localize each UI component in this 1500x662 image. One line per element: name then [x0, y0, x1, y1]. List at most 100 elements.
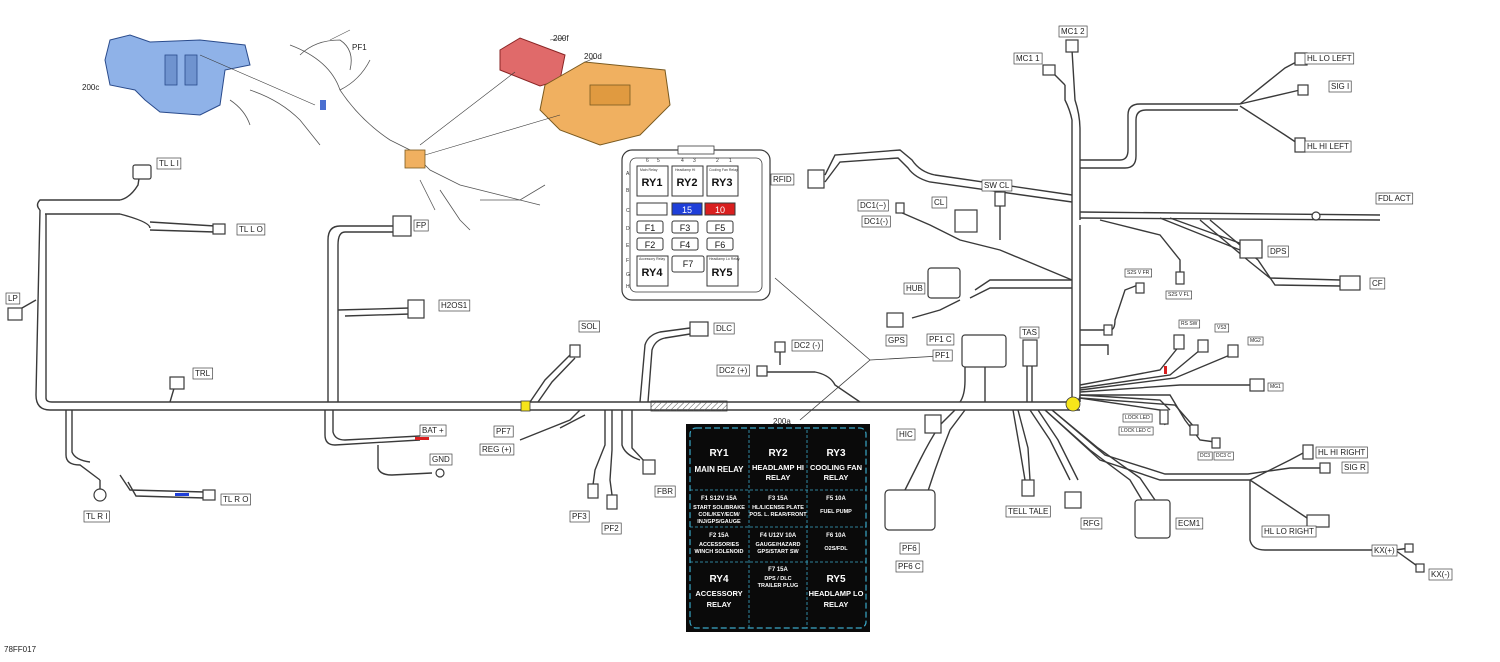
hl-lo-right-connector: [1306, 514, 1330, 528]
label-frame: [1165, 290, 1192, 300]
label-pf3: PF3: [572, 512, 587, 521]
main-wires: [21, 49, 1421, 569]
label-frame: [1080, 517, 1103, 530]
label-lock-led-c: LOCK LED C: [1121, 428, 1151, 434]
label-f5-head: F5 10A: [826, 496, 846, 502]
splice-marker-left: [520, 400, 531, 412]
fuse-row-label: D: [626, 226, 630, 232]
trl-connector: [169, 376, 185, 390]
label-tas: TAS: [1022, 328, 1037, 337]
label-sig-r: SIG R: [1344, 463, 1366, 472]
pf2-connector: [606, 494, 618, 510]
dc2-minus-connector: [774, 341, 786, 353]
label-ry1: RY1: [709, 448, 729, 459]
label-frame: [1341, 461, 1369, 474]
label-frame: [479, 443, 515, 456]
callout-200c: 200c: [82, 83, 99, 92]
label-frame: [1428, 568, 1453, 581]
callout-pf1-top: PF1: [352, 43, 367, 52]
label-frame: [770, 173, 795, 186]
dlc-connector: [689, 321, 709, 337]
label-f6-line: O2S/FDL: [824, 546, 848, 552]
label-pf6: PF6: [902, 544, 917, 553]
label-trl: TRL: [195, 369, 211, 378]
ecm1-connector: [1134, 499, 1171, 539]
spare-fuse-10: 10: [715, 205, 725, 215]
cl-connector: [954, 209, 978, 233]
label-f2-line: WINCH SOLENOID: [695, 549, 744, 555]
dc2-plus-connector: [756, 365, 768, 377]
hub-connector: [927, 267, 961, 299]
label-fdl-act: FDL ACT: [1378, 194, 1411, 203]
relay-small-label: Main Relay: [640, 168, 658, 172]
label-frame: [861, 215, 891, 228]
spare-fuse-15: 15: [682, 205, 692, 215]
fuse-col-label: 6: [646, 158, 649, 164]
label-f3-line: POS. L. REAR/FRONT: [749, 512, 807, 518]
label-frame: [5, 292, 21, 305]
label-gps: GPS: [888, 336, 905, 345]
tl-r0-connector: [202, 489, 216, 501]
label-frame: [192, 367, 214, 380]
label-ry1-name: MAIN RELAY: [694, 465, 744, 474]
fuse-col-label: 1: [729, 158, 732, 164]
label-f7-line: TRAILER PLUG: [758, 583, 799, 589]
label-frame: [220, 493, 251, 506]
label-ry2-name: HEADLAMP HI: [752, 463, 804, 472]
label-f1-line: INJ/GPS/GAUGE: [697, 519, 741, 525]
gps-connector: [886, 312, 904, 328]
label-f4-line: GPS/START SW: [757, 549, 799, 555]
lock-led-connector: [1159, 409, 1169, 425]
mc1-1-connector: [1042, 64, 1056, 76]
label-pf7: PF7: [496, 427, 511, 436]
label-dc2-minus: DC2 (-): [794, 341, 821, 350]
label-frame: [654, 485, 676, 498]
label-frame: [569, 510, 590, 523]
fuse-row-label: E: [626, 243, 630, 249]
mg1-connector: [1249, 378, 1265, 392]
fuse-box-f4: F4: [680, 240, 691, 250]
fuse-box-ry5: RY5: [712, 267, 733, 279]
hatched-sleeve: [650, 400, 728, 412]
label-frame: [1247, 336, 1264, 346]
label-f7-head: F7 15A: [768, 567, 788, 573]
kx-plus-connector: [1404, 543, 1414, 553]
label-s2s-v-fr: S2S V FR: [1127, 270, 1150, 276]
label-ry2: RY2: [768, 448, 788, 459]
label-hic: HIC: [899, 430, 913, 439]
label-frame: [899, 542, 920, 555]
label-ry3-name: COOLING FAN: [810, 463, 862, 472]
label-h2os1: H2OS1: [441, 301, 468, 310]
label-f4-head: F4 U12V 10A: [760, 533, 797, 539]
lock-led-c-connector: [1189, 424, 1199, 436]
label-f3-head: F3 15A: [768, 496, 788, 502]
fuse-col-label: 4: [681, 158, 684, 164]
label-sol: SOL: [581, 322, 598, 331]
label-pf2: PF2: [604, 524, 619, 533]
gnd-terminal: [435, 468, 445, 478]
label-bat-plus: BAT +: [422, 426, 444, 435]
label-tl-r0: TL R O: [223, 495, 248, 504]
label-dc2-plus: DC2 (+): [719, 366, 748, 375]
hl-hi-right-connector: [1302, 444, 1314, 460]
callout-200a: 200a: [773, 417, 791, 426]
label-lp: LP: [8, 294, 18, 303]
sig-l-connector: [1297, 84, 1309, 96]
sol-connector: [569, 344, 581, 358]
fuse-row-label: B: [626, 188, 630, 194]
fuse-row-label: G: [626, 272, 630, 278]
label-frame: [1371, 544, 1398, 557]
fuse-box-f3: F3: [680, 223, 691, 233]
rfid-connector: [807, 169, 825, 189]
label-tl-l1: TL L I: [159, 159, 179, 168]
label-dlc: DLC: [716, 324, 732, 333]
label-kx-plus: KX(+): [1374, 546, 1395, 555]
label-frame: [1214, 323, 1230, 333]
sw-cl-connector: [994, 191, 1006, 207]
bracket-200c: [104, 34, 316, 116]
bat-tape-mark: [415, 437, 429, 440]
label-hl-lo-left: HL LO LEFT: [1307, 54, 1352, 63]
hl-hi-left-connector: [1294, 137, 1306, 153]
label-ry4: RY4: [709, 574, 729, 585]
